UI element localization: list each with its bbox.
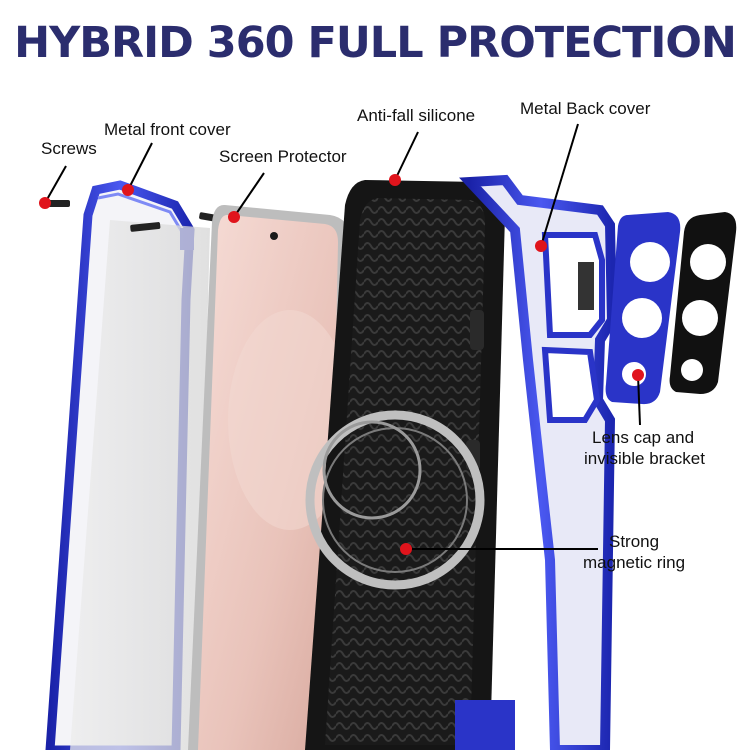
magnetic-ring: [305, 410, 485, 590]
marker-dots: [39, 174, 644, 555]
invisible-bracket: [669, 212, 737, 394]
label-magnet-line2: magnetic ring: [583, 553, 686, 572]
label-screws: Screws: [41, 139, 97, 158]
label-lens-cap-line1: Lens cap and: [592, 428, 695, 447]
callout-lines: [44, 123, 641, 550]
label-anti-fall-silicone: Anti-fall silicone: [357, 106, 476, 125]
label-magnet-line1: Strong: [609, 532, 660, 551]
clear-glass-layer: [70, 220, 210, 750]
label-metal-front-cover: Metal front cover: [104, 120, 231, 139]
label-lens-cap-line2: invisible bracket: [584, 449, 705, 468]
screen-protector: [188, 204, 352, 750]
label-metal-back-cover: Metal Back cover: [520, 99, 651, 118]
anti-fall-silicone: [305, 180, 505, 750]
label-screen-protector: Screen Protector: [219, 147, 347, 166]
lens-cap: [605, 212, 681, 405]
metal-back-cover: [455, 174, 618, 750]
page-title: HYBRID 360 FULL PROTECTION: [14, 18, 737, 68]
